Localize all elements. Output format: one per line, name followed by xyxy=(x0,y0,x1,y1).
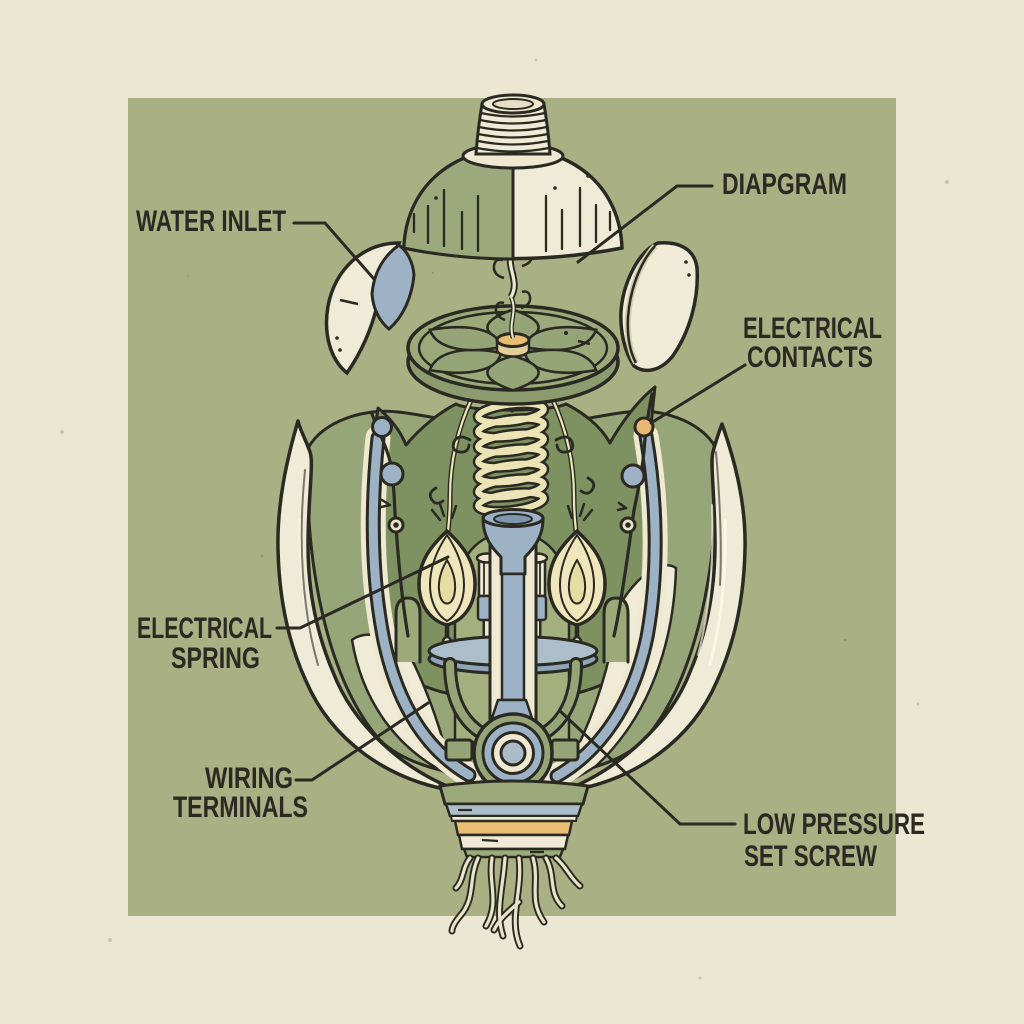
contact-vine-left xyxy=(370,412,410,638)
contact-dot xyxy=(371,416,393,438)
tulip-housing xyxy=(276,385,747,794)
leader-diaphragm xyxy=(576,184,714,264)
label-wiring-terminals-line2: TERMINALS xyxy=(173,791,308,824)
pod-vine-right xyxy=(549,395,596,534)
label-diaphragm: DIAPGRAM xyxy=(722,168,847,201)
label-wiring-terminals-line1: WIRING xyxy=(205,762,293,795)
low-pressure-adjuster-stack xyxy=(438,779,590,859)
contact-vine-right xyxy=(612,392,655,638)
label-low-pressure-line1: LOW PRESSURE xyxy=(743,808,925,841)
seed-pod-right xyxy=(547,529,607,661)
pod-vine-left xyxy=(428,395,475,534)
label-electrical-contacts-line1: ELECTRICAL xyxy=(743,312,882,345)
petal-wall-left xyxy=(276,419,464,794)
label-electrical-spring-line1: ELECTRICAL xyxy=(137,612,272,645)
dome-streaks xyxy=(412,186,612,253)
leader-wiring-terminals xyxy=(294,701,430,782)
diaphragm-dome xyxy=(402,93,624,261)
flower-disc xyxy=(406,290,620,406)
leader-electrical-spring xyxy=(275,555,450,630)
electrical-spring-coil xyxy=(472,395,550,517)
leader-low-pressure-set-screw xyxy=(558,709,737,826)
contact-dot xyxy=(379,461,405,487)
seed-pod-left xyxy=(417,529,477,661)
disc-sprig xyxy=(494,290,532,339)
root-wires xyxy=(448,854,584,950)
water-inlet-shell-left xyxy=(324,241,416,376)
leader-electrical-contacts xyxy=(649,363,747,425)
wiring-channel-left xyxy=(360,425,482,788)
labels: WATER INLET DIAPGRAM ELECTRICAL CONTACTS… xyxy=(136,168,925,873)
set-screw-band xyxy=(453,819,574,837)
leader-water-inlet xyxy=(292,221,376,281)
label-electrical-contacts-line2: CONTACTS xyxy=(747,341,873,374)
water-inlet-opening xyxy=(370,243,416,331)
paper-speckles xyxy=(60,58,949,980)
threaded-connector xyxy=(474,93,552,156)
label-electrical-spring-line2: SPRING xyxy=(171,642,260,675)
central-pillar xyxy=(481,508,545,744)
electrical-contact-dot-orange xyxy=(633,416,655,438)
leader-lines xyxy=(275,184,747,826)
contact-dot xyxy=(620,463,646,489)
label-low-pressure-line2: SET SCREW xyxy=(744,840,877,873)
disc-hub xyxy=(495,332,531,358)
hub-ring xyxy=(444,712,580,794)
label-water-inlet: WATER INLET xyxy=(136,205,286,238)
water-inlet-shell-right xyxy=(619,241,700,373)
petal-wall-right xyxy=(559,422,747,794)
